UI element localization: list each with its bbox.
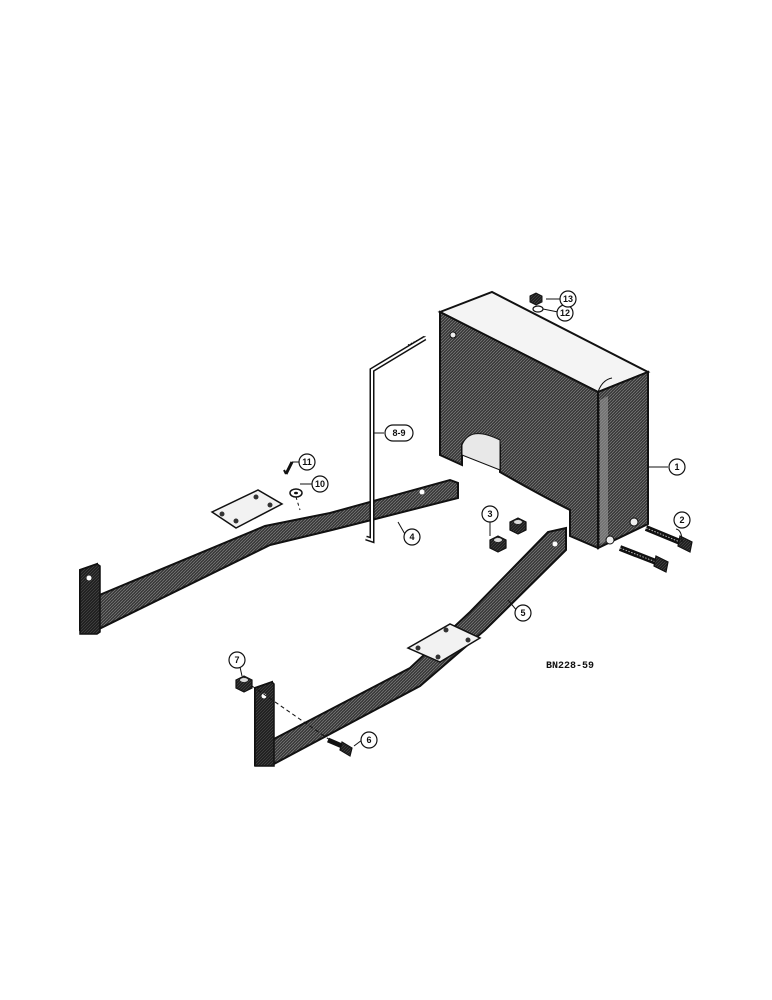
svg-text:2: 2 (679, 515, 684, 525)
svg-text:6: 6 (366, 735, 371, 745)
tie-rod (365, 335, 427, 544)
svg-text:8-9: 8-9 (392, 428, 405, 438)
hex-nut-upper (509, 517, 527, 535)
callout-8-9: 8-9 (384, 424, 414, 442)
top-nut-13 (529, 292, 543, 306)
callout-1: 1 (668, 458, 686, 476)
callout-3: 3 (481, 505, 499, 523)
svg-text:13: 13 (563, 294, 573, 304)
top-washer-12 (532, 305, 544, 313)
callout-12: 12 (556, 304, 574, 322)
callout-6: 6 (360, 731, 378, 749)
svg-text:3: 3 (487, 509, 492, 519)
callout-5: 5 (514, 604, 532, 622)
bolt-6 (327, 737, 353, 757)
small-pin (283, 461, 294, 475)
callout-11: 11 (298, 453, 316, 471)
right-weight-bracket (254, 526, 567, 767)
callout-2: 2 (673, 511, 691, 529)
bolt-2-lower (618, 545, 669, 573)
hex-nut-7 (235, 675, 253, 693)
svg-text:7: 7 (234, 655, 239, 665)
callout-13: 13 (559, 290, 577, 308)
callout-10: 10 (311, 475, 329, 493)
left-weight-bracket (79, 478, 459, 635)
svg-text:12: 12 (560, 308, 570, 318)
drawing-code: BN228-59 (546, 661, 594, 672)
svg-text:10: 10 (315, 479, 325, 489)
svg-text:11: 11 (302, 457, 312, 467)
counterweight (437, 290, 651, 550)
callout-4: 4 (403, 528, 421, 546)
washer (289, 488, 303, 498)
hex-nut-lower (489, 535, 507, 553)
svg-text:5: 5 (520, 608, 525, 618)
callout-7: 7 (228, 651, 246, 669)
bolt-2-upper (644, 525, 693, 553)
svg-text:1: 1 (674, 462, 679, 472)
svg-text:4: 4 (409, 532, 414, 542)
